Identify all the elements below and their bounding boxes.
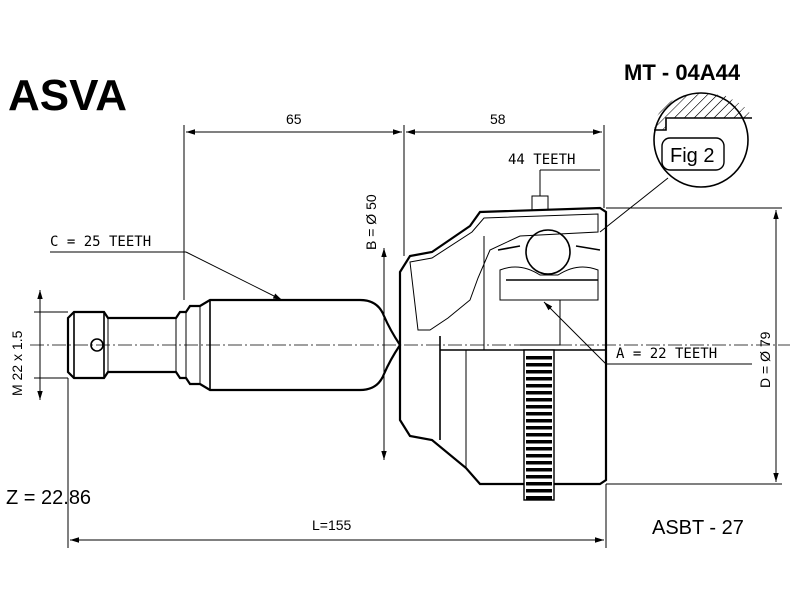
abs-tooth (526, 405, 552, 409)
z-value: Z = 22.86 (6, 487, 91, 509)
abs-teeth-label: 44 TEETH (508, 152, 575, 168)
dimension-thread: M 22 x 1.5 (9, 290, 68, 400)
abs-ring (523, 349, 555, 501)
abs-tooth (526, 391, 552, 395)
abs-tooth (526, 363, 552, 367)
inner-spline-callout: A = 22 TEETH (543, 301, 752, 365)
outer-spline-callout: C = 25 TEETH (50, 234, 283, 301)
abs-tooth (526, 412, 552, 416)
outer-spline-label: C = 25 TEETH (50, 234, 151, 250)
abs-tooth (526, 377, 552, 381)
abs-tooth (526, 489, 552, 493)
abs-tooth (526, 433, 552, 437)
bell-housing (398, 206, 608, 486)
abs-tooth (526, 454, 552, 458)
abs-tooth (526, 461, 552, 465)
abs-tooth (526, 426, 552, 430)
part-number: MT - 04A44 (624, 60, 741, 85)
dim-65-label: 65 (286, 111, 302, 127)
abs-tooth (526, 370, 552, 374)
fig-2-detail: Fig 2 (599, 92, 752, 233)
catalog-code: ASBT - 27 (652, 517, 744, 539)
inner-spline-label: A = 22 TEETH (616, 346, 717, 362)
dimension-b: B = Ø 50 (363, 194, 387, 460)
abs-tooth (526, 468, 552, 472)
b-diameter-label: B = Ø 50 (363, 194, 379, 250)
abs-tooth (526, 398, 552, 402)
brand-logo: ASVA (8, 71, 127, 120)
ball-cage (497, 170, 601, 346)
dimension-length: L=155 (67, 378, 607, 548)
abs-teeth-callout: 44 TEETH (508, 152, 600, 171)
dimension-58: 58 (406, 111, 605, 208)
abs-tooth (526, 419, 552, 423)
dimension-d: D = Ø 79 (606, 207, 782, 485)
abs-tooth (526, 496, 552, 500)
abs-tooth (526, 356, 552, 360)
d-diameter-label: D = Ø 79 (757, 331, 773, 388)
length-label: L=155 (312, 517, 352, 533)
dim-58-label: 58 (490, 111, 506, 127)
dimension-65: 65 (183, 111, 405, 300)
abs-tooth (526, 482, 552, 486)
abs-tooth (526, 440, 552, 444)
abs-tooth (526, 384, 552, 388)
fig-label: Fig 2 (670, 145, 714, 167)
thread-label: M 22 x 1.5 (9, 330, 25, 396)
abs-tooth (526, 447, 552, 451)
abs-tooth (526, 475, 552, 479)
